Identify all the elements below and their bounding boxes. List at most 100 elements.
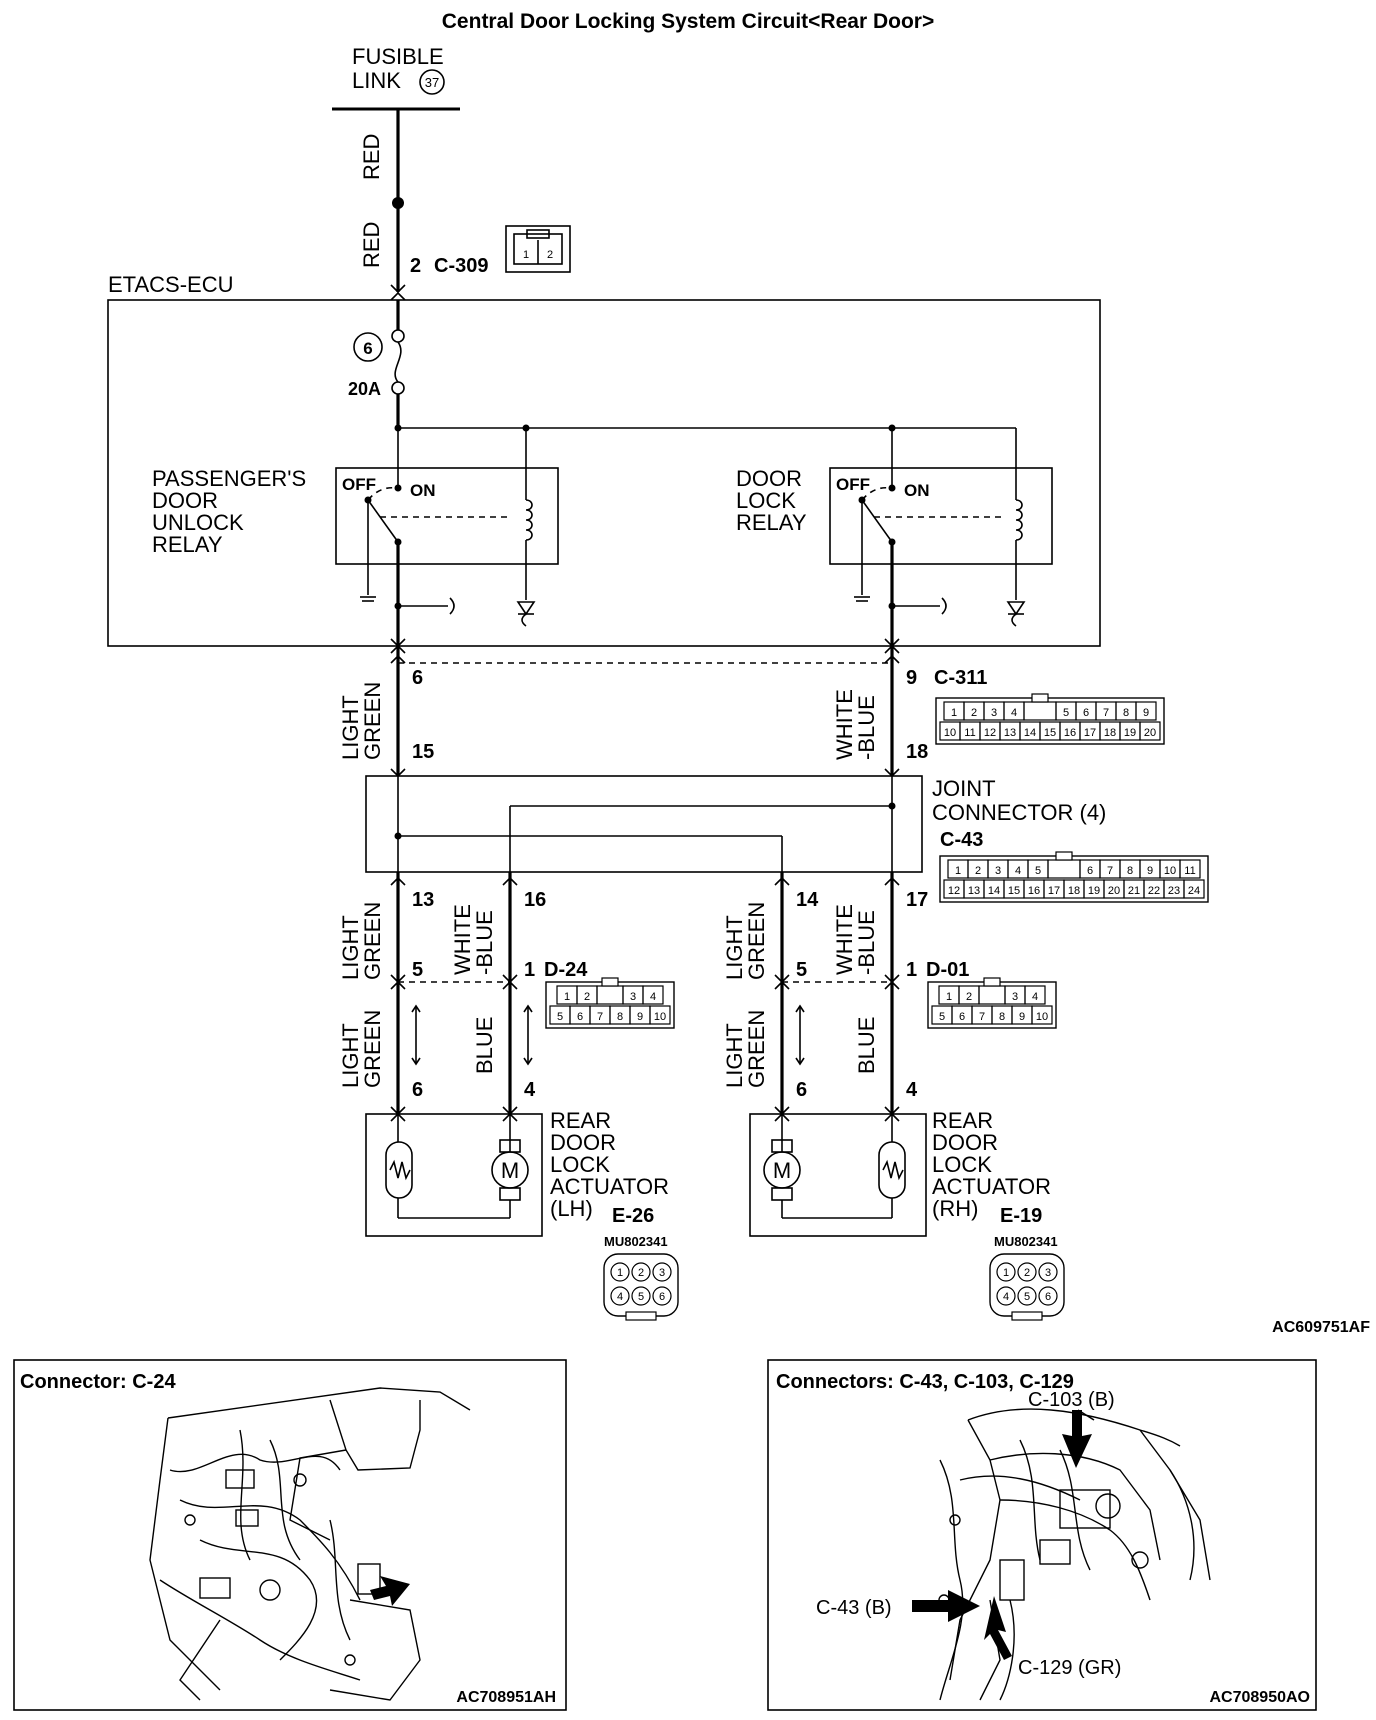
svg-text:21: 21 xyxy=(1128,885,1140,897)
c309-connector-icon: 1 2 xyxy=(505,225,571,273)
panel-right-code: AC708950AO xyxy=(1210,1689,1311,1706)
svg-text:5: 5 xyxy=(939,1011,945,1023)
right-relay xyxy=(829,467,1053,646)
svg-text:3: 3 xyxy=(1012,991,1018,1003)
left-relay xyxy=(335,467,559,646)
svg-text:11: 11 xyxy=(964,727,975,739)
d24-name: D-24 xyxy=(544,959,588,981)
wire-color-white-1: WHITE xyxy=(832,689,857,760)
svg-text:7: 7 xyxy=(597,1011,603,1023)
actuator-lh-label-5: (LH) xyxy=(550,1196,593,1221)
wire-color-blue-dash-2: -BLUE xyxy=(472,910,497,975)
wire-color-light-4: LIGHT xyxy=(722,915,747,980)
svg-text:18: 18 xyxy=(1104,727,1116,739)
svg-text:2: 2 xyxy=(975,865,981,877)
panel-right-dashboard-illustration xyxy=(938,1408,1211,1701)
svg-text:17: 17 xyxy=(1084,727,1096,739)
panel-left-dashboard-illustration xyxy=(149,1387,471,1701)
panel-left-arrow-icon xyxy=(370,1576,410,1606)
svg-text:12: 12 xyxy=(984,727,996,739)
wire-color-white-3: WHITE xyxy=(832,904,857,975)
c311-pin-6: 6 xyxy=(412,667,423,689)
actuator-lh-label-3: LOCK xyxy=(550,1152,610,1177)
svg-text:2: 2 xyxy=(971,707,977,719)
d01-pin-1: 1 xyxy=(906,959,917,981)
svg-text:23: 23 xyxy=(1168,885,1180,897)
svg-text:1: 1 xyxy=(1003,1267,1009,1279)
svg-text:19: 19 xyxy=(1124,727,1136,739)
wire-color-light-2: LIGHT xyxy=(338,915,363,980)
svg-text:3: 3 xyxy=(991,707,997,719)
svg-text:3: 3 xyxy=(995,865,1001,877)
callout-bottom-arrow-icon xyxy=(984,1596,1012,1660)
svg-text:2: 2 xyxy=(584,991,590,1003)
c311-name: C-311 xyxy=(934,667,987,689)
wire-color-light-3: LIGHT xyxy=(338,1023,363,1088)
fusible-link-number: 37 xyxy=(425,75,439,90)
fusible-link-label-2: LINK xyxy=(352,68,401,93)
wire-color-white-2: WHITE xyxy=(450,904,475,975)
svg-text:16: 16 xyxy=(1064,727,1076,739)
wire-color-green-3: GREEN xyxy=(360,1010,385,1088)
fuse-number-circle xyxy=(353,332,383,362)
actuator-lh-name: E-26 xyxy=(612,1205,654,1227)
wire-color-red-2: RED xyxy=(359,222,384,268)
svg-text:5: 5 xyxy=(638,1291,644,1303)
svg-text:6: 6 xyxy=(1045,1291,1051,1303)
svg-text:1: 1 xyxy=(955,865,961,877)
svg-text:20: 20 xyxy=(1108,885,1120,897)
c311-pin-9: 9 xyxy=(906,667,917,689)
lower-wires xyxy=(390,872,900,1122)
callout-left-arrow-icon xyxy=(912,1590,980,1622)
svg-text:18: 18 xyxy=(1068,885,1080,897)
wire-color-blue-2: BLUE xyxy=(854,1017,879,1074)
svg-text:6: 6 xyxy=(959,1011,965,1023)
actuator-lh-label-2: DOOR xyxy=(550,1130,616,1155)
svg-text:1: 1 xyxy=(617,1267,623,1279)
actuator-lh-label-4: ACTUATOR xyxy=(550,1174,669,1199)
panel-right xyxy=(767,1359,1317,1711)
svg-text:5: 5 xyxy=(1024,1291,1030,1303)
svg-text:14: 14 xyxy=(988,885,1000,897)
svg-text:15: 15 xyxy=(1008,885,1020,897)
svg-text:1: 1 xyxy=(564,991,570,1003)
svg-text:10: 10 xyxy=(654,1011,666,1023)
svg-text:6: 6 xyxy=(1087,865,1093,877)
svg-text:6: 6 xyxy=(1083,707,1089,719)
svg-text:10: 10 xyxy=(1164,865,1176,877)
right-relay-off: OFF xyxy=(836,475,870,494)
joint-connector-label-1: JOINT xyxy=(932,776,996,801)
svg-text:15: 15 xyxy=(1044,727,1056,739)
d24-pin-4: 4 xyxy=(524,1079,536,1101)
d01-pin-6: 6 xyxy=(796,1079,807,1101)
c311-pin-18: 18 xyxy=(906,741,928,763)
svg-text:7: 7 xyxy=(1107,865,1113,877)
actuator-rh-label-3: LOCK xyxy=(932,1152,992,1177)
actuator-rh xyxy=(749,1113,927,1237)
svg-text:19: 19 xyxy=(1088,885,1100,897)
actuator-rh-label-4: ACTUATOR xyxy=(932,1174,1051,1199)
actuator-rh-label-1: REAR xyxy=(932,1108,993,1133)
right-relay-label-3: RELAY xyxy=(736,510,807,535)
svg-text:9: 9 xyxy=(1147,865,1153,877)
left-relay-off: OFF xyxy=(342,475,376,494)
wire-color-green-4: GREEN xyxy=(744,902,769,980)
svg-text:11: 11 xyxy=(1184,865,1195,877)
left-relay-label-4: RELAY xyxy=(152,532,223,557)
svg-text:13: 13 xyxy=(968,885,980,897)
svg-text:8: 8 xyxy=(1127,865,1133,877)
fusible-link-label-1: FUSIBLE xyxy=(352,44,444,69)
svg-text:22: 22 xyxy=(1148,885,1160,897)
wire-color-green-1: GREEN xyxy=(360,682,385,760)
wire-color-blue-dash-3: -BLUE xyxy=(854,910,879,975)
panel-left-code: AC708951AH xyxy=(456,1689,556,1706)
ecu-box xyxy=(107,299,1101,647)
svg-text:7: 7 xyxy=(979,1011,985,1023)
svg-text:2: 2 xyxy=(966,991,972,1003)
d24-pin-6: 6 xyxy=(412,1079,423,1101)
ecu-label: ETACS-ECU xyxy=(108,272,234,297)
